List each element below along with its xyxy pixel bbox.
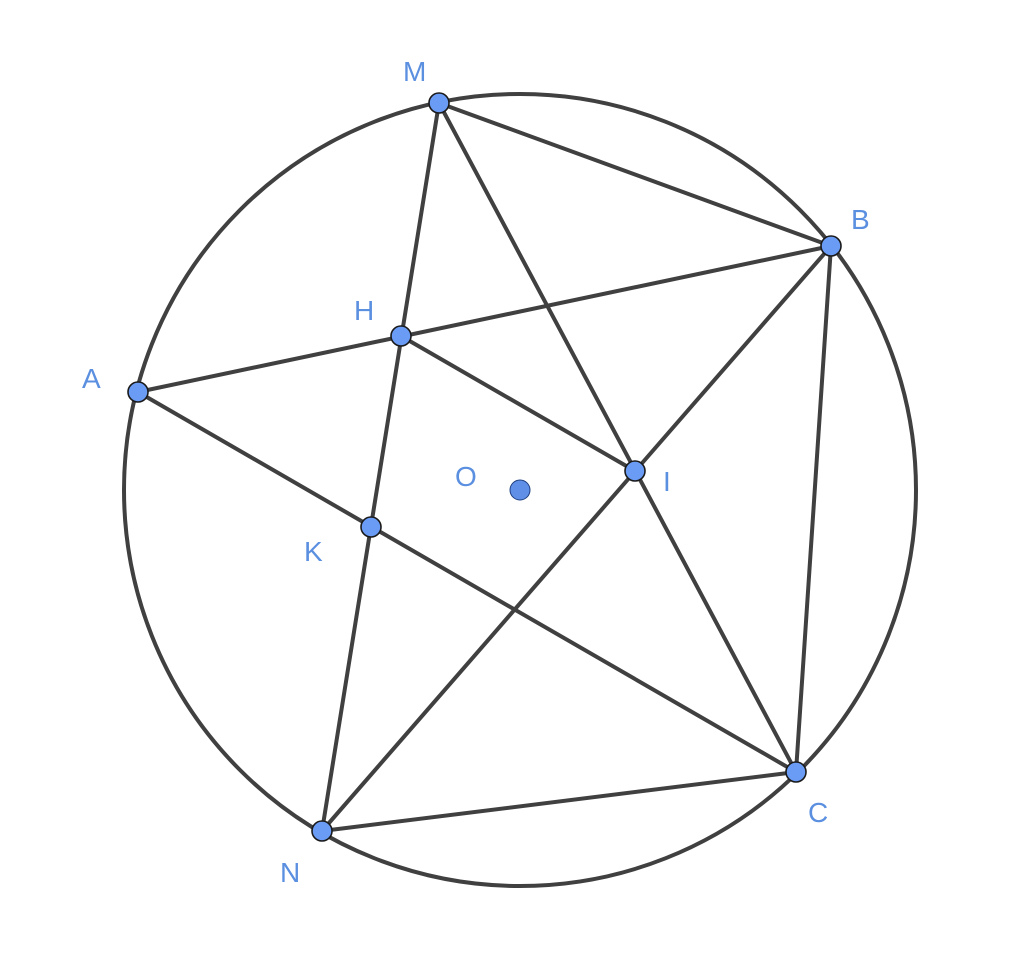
segment-MC [437, 101, 798, 774]
point-O [509, 479, 531, 501]
point-A [127, 381, 149, 403]
label-B: B [851, 204, 870, 235]
label-M: M [403, 56, 426, 87]
segment-AB [136, 244, 833, 394]
point-C [785, 761, 807, 783]
label-H: H [354, 295, 374, 326]
points [127, 92, 842, 842]
segment-NC [320, 770, 798, 833]
label-A: A [82, 363, 101, 394]
segment-AC [136, 390, 798, 774]
segment-MN [320, 101, 441, 833]
point-I [624, 460, 646, 482]
point-M [428, 92, 450, 114]
circumcircle [122, 92, 918, 888]
label-N: N [280, 857, 300, 888]
label-I: I [663, 466, 671, 497]
segment-NB [320, 244, 833, 833]
label-O: O [455, 461, 477, 492]
label-C: C [808, 797, 828, 828]
segment-HI [399, 334, 637, 473]
point-H [390, 325, 412, 347]
point-K [360, 516, 382, 538]
point-N [311, 820, 333, 842]
segments [136, 101, 833, 833]
segment-BC [794, 244, 833, 774]
labels: M B H A O I K C N [82, 56, 870, 888]
point-B [820, 235, 842, 257]
label-K: K [304, 536, 323, 567]
segment-MB [437, 101, 833, 248]
